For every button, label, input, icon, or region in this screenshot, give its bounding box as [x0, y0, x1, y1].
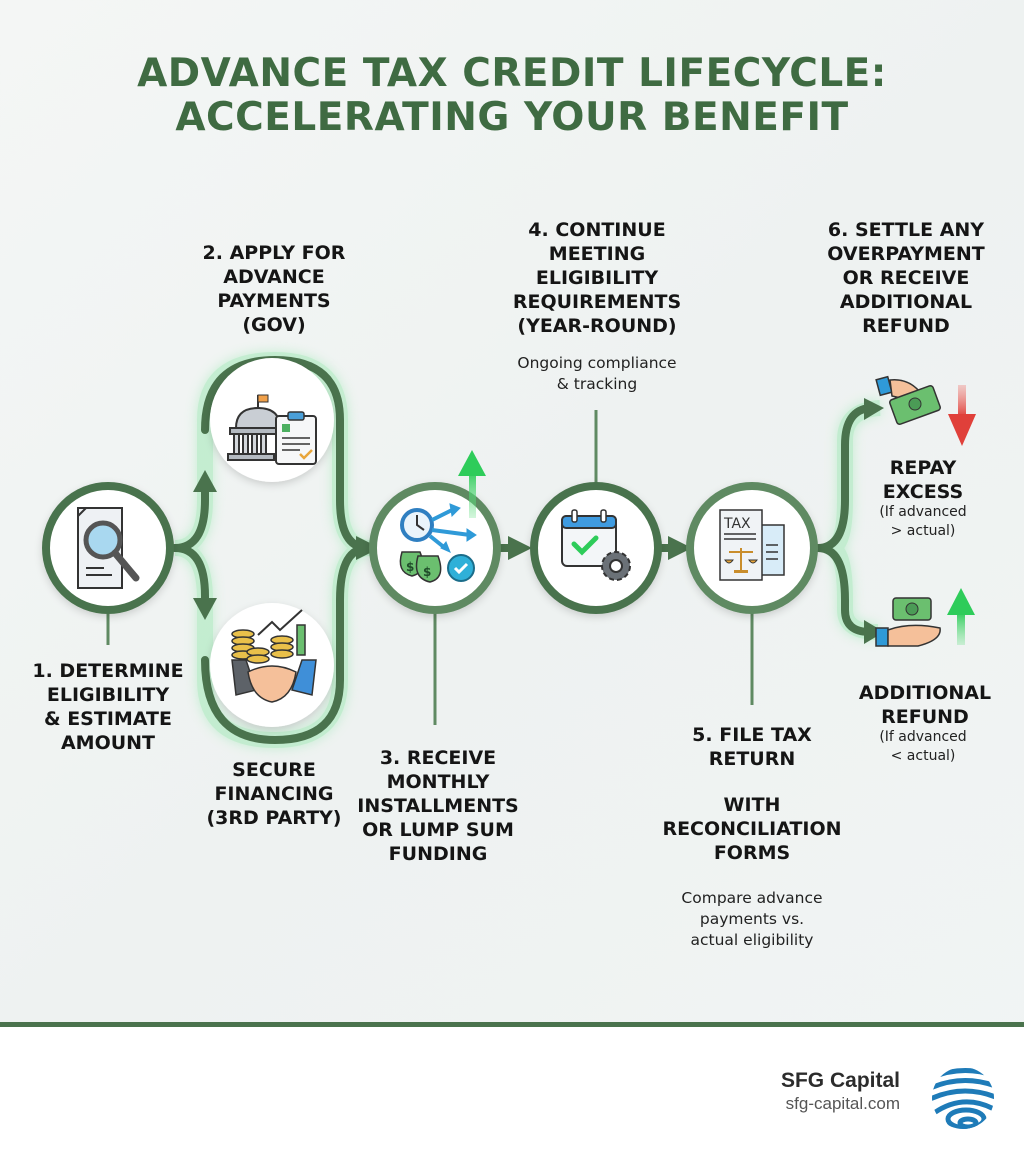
tax-document-scales-icon: TAX	[719, 509, 785, 581]
brand-name: SFG Capital	[780, 1069, 900, 1092]
brand-block: SFG Capital sfg-capital.com	[781, 1069, 900, 1115]
lifecycle-diagram: $ $ TAX	[42, 351, 976, 749]
footer: SFG Capital sfg-capital.com	[0, 1022, 1024, 1159]
arrow-right-icon	[864, 398, 884, 420]
clock-money-bags-icon: $ $	[399, 450, 486, 583]
sfg-globe-logo-icon	[932, 1067, 994, 1129]
arrow-up-icon	[193, 470, 217, 492]
arrow-down-icon	[193, 598, 217, 620]
government-building-clipboard-icon	[227, 394, 317, 465]
arrowheads	[193, 398, 884, 644]
hand-receiving-money-up-arrow-icon	[875, 588, 975, 647]
step-5-node: TAX	[686, 482, 818, 614]
document-magnifier-icon	[77, 507, 140, 589]
step-1-node	[42, 482, 174, 614]
title-line-2: ACCELERATING YOUR BENEFIT	[175, 95, 849, 140]
brand-url[interactable]: sfg-capital.com	[785, 1094, 900, 1113]
label-stems	[106, 410, 754, 725]
title-line-1: ADVANCE TAX CREDIT LIFECYCLE:	[137, 51, 887, 96]
svg-text:$: $	[406, 560, 414, 574]
hand-giving-money-down-arrow-icon	[875, 375, 976, 446]
step-2b-node	[210, 603, 334, 727]
outcome-refund-note: (If advanced< actual)	[879, 729, 967, 764]
arrow-right-icon	[864, 620, 884, 644]
arrow-right-icon	[668, 536, 692, 560]
page-title: ADVANCE TAX CREDIT LIFECYCLE: ACCELERATI…	[0, 52, 1024, 140]
outcome-repay-note: (If advanced> actual)	[879, 504, 967, 539]
calendar-check-gear-icon	[561, 509, 631, 581]
flow-paths	[171, 355, 874, 745]
step-2-node	[210, 358, 334, 482]
step-4-description: Ongoing compliance& tracking	[517, 354, 677, 393]
tax-label: TAX	[723, 516, 751, 532]
arrow-right-icon	[356, 536, 380, 560]
coins-handshake-icon	[231, 609, 317, 703]
arrow-right-icon	[508, 536, 532, 560]
svg-text:$: $	[423, 565, 431, 579]
step-3-node: $ $	[369, 450, 501, 614]
step-4-node	[530, 482, 662, 614]
